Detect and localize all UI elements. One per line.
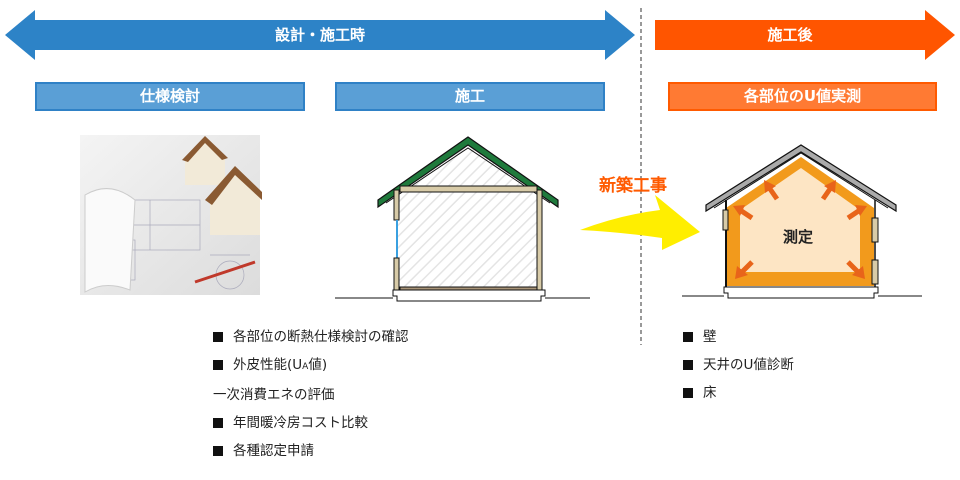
design-phase-arrow — [5, 10, 635, 60]
step-construction: 施工 — [335, 82, 605, 111]
yellow-transition-arrow — [580, 195, 700, 250]
bullet-square-icon — [213, 332, 223, 342]
house-measurement-drawing — [682, 144, 922, 299]
list-item-text: 床 — [703, 385, 717, 401]
list-item: 年間暖冷房コスト比較 — [213, 413, 409, 433]
after-phase-arrow — [655, 10, 955, 60]
list-item: 各種認定申請 — [213, 441, 409, 461]
list-item-text: 一次消費エネの評価 — [213, 387, 335, 403]
after-phase-label: 施工後 — [767, 26, 813, 44]
new-construction-label: 新築工事 — [599, 176, 667, 196]
bullet-square-icon — [683, 388, 693, 398]
list-item: 床 — [683, 383, 794, 403]
list-item: 天井のU値診断 — [683, 355, 794, 375]
step-u-value-measurement: 各部位のU値実測 — [668, 82, 937, 111]
right-checklist: 壁 天井のU値診断 床 — [683, 327, 794, 403]
list-item-text: 各種認定申請 — [233, 443, 314, 459]
left-checklist: 各部位の断熱仕様検討の確認 外皮性能(UA値) 一次消費エネの評価 年間暖冷房コ… — [213, 327, 409, 461]
list-item-text: 天井のU値診断 — [703, 357, 794, 373]
list-item: 壁 — [683, 327, 794, 347]
bullet-square-icon — [683, 332, 693, 342]
list-item-text: 値) — [308, 357, 328, 373]
bullet-square-icon — [213, 360, 223, 370]
list-item-subscript: A — [302, 362, 309, 372]
list-item: 各部位の断熱仕様検討の確認 — [213, 327, 409, 347]
step-spec-review: 仕様検討 — [35, 82, 305, 111]
measure-label: 測定 — [783, 228, 814, 246]
bullet-square-icon — [683, 360, 693, 370]
bullet-square-icon — [213, 446, 223, 456]
design-phase-label: 設計・施工時 — [274, 26, 365, 44]
list-item: 外皮性能(UA値) — [213, 355, 409, 377]
list-item-text: 年間暖冷房コスト比較 — [233, 415, 368, 431]
list-item-text: 各部位の断熱仕様検討の確認 — [233, 329, 409, 345]
house-construction-drawing — [335, 136, 590, 302]
house-model-photo — [80, 135, 262, 295]
list-item-text: 外皮性能(U — [233, 357, 303, 373]
list-item: 一次消費エネの評価 — [213, 385, 409, 405]
list-item-text: 壁 — [703, 329, 717, 345]
bullet-square-icon — [213, 418, 223, 428]
